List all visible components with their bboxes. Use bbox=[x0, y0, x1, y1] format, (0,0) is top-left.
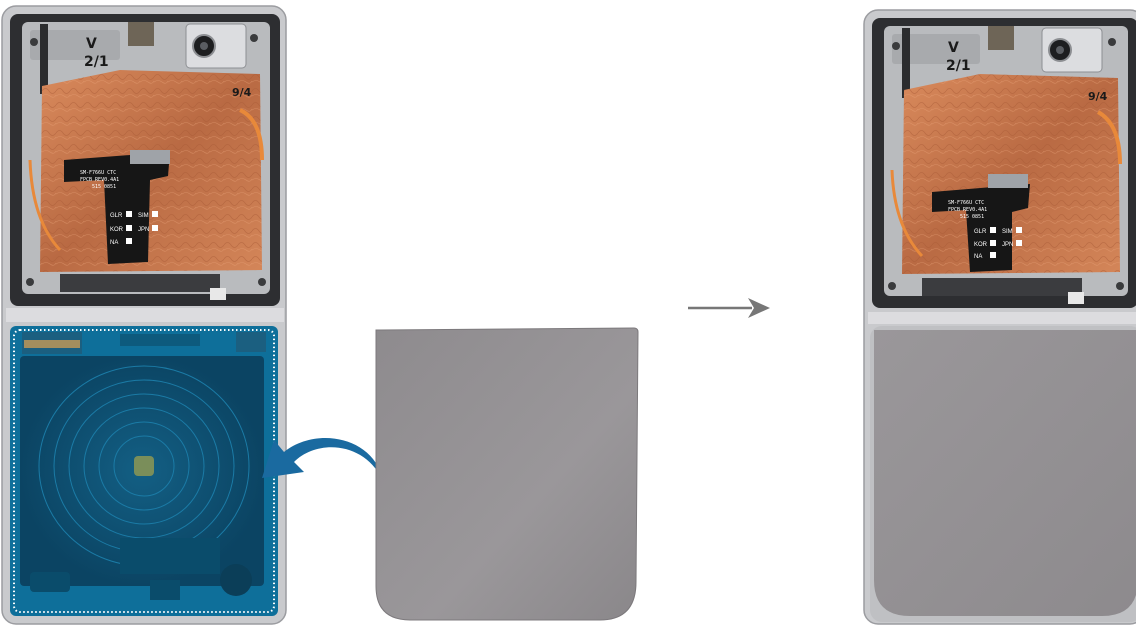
checkbox-jpn bbox=[152, 225, 158, 231]
checkbox-label-sim: SIM bbox=[1002, 229, 1013, 235]
checkbox-glr bbox=[126, 211, 132, 217]
cover-panel bbox=[370, 324, 642, 624]
curved-arrow-icon bbox=[258, 432, 388, 502]
flex-label-3: 515 0851 bbox=[92, 184, 116, 190]
flex-label-2: FPCB REV0.4A1 bbox=[80, 177, 119, 183]
flex-label-1: SM-F766U CTC bbox=[80, 170, 116, 176]
checkbox-glr bbox=[990, 227, 996, 233]
checkbox-kor bbox=[126, 225, 132, 231]
handwriting-mark-2: 2/1 bbox=[946, 58, 971, 74]
handwriting-mark-1: V bbox=[948, 40, 959, 56]
right-phone-assembly: V 2/1 9/4 SM-F766U CTC FPCB REV0.4A1 515… bbox=[862, 0, 1136, 628]
right-arrow-icon bbox=[686, 296, 772, 320]
handwriting-mark-3: 9/4 bbox=[1088, 90, 1108, 103]
handwriting-mark-3: 9/4 bbox=[232, 86, 252, 99]
checkbox-label-jpn: JPN bbox=[138, 227, 149, 233]
left-phone-assembly: V 2/1 9/4 SM-F766U CTC FPCB REV0.4A1 515… bbox=[0, 0, 290, 628]
flex-label-2: FPCB REV0.4A1 bbox=[948, 207, 987, 213]
handwriting-mark-2: 2/1 bbox=[84, 54, 109, 70]
flex-label-3: 515 0851 bbox=[960, 214, 984, 220]
checkbox-na bbox=[126, 238, 132, 244]
flex-label-1: SM-F766U CTC bbox=[948, 200, 984, 206]
left-upper-markings: V 2/1 9/4 SM-F766U CTC FPCB REV0.4A1 515… bbox=[0, 0, 290, 310]
checkbox-na bbox=[990, 252, 996, 258]
checkbox-label-glr: GLR bbox=[974, 229, 987, 235]
checkbox-label-sim: SIM bbox=[138, 213, 149, 219]
checkbox-label-na: NA bbox=[974, 254, 982, 260]
checkbox-label-kor: KOR bbox=[110, 227, 124, 233]
checkbox-label-glr: GLR bbox=[110, 213, 123, 219]
checkbox-jpn bbox=[1016, 240, 1022, 246]
checkbox-label-kor: KOR bbox=[974, 242, 988, 248]
checkbox-sim bbox=[152, 211, 158, 217]
cover-panel-shape bbox=[370, 324, 642, 624]
checkbox-label-na: NA bbox=[110, 240, 118, 246]
checkbox-sim bbox=[1016, 227, 1022, 233]
checkbox-kor bbox=[990, 240, 996, 246]
handwriting-mark-1: V bbox=[86, 36, 97, 52]
checkbox-label-jpn: JPN bbox=[1002, 242, 1013, 248]
right-upper-markings: V 2/1 9/4 SM-F766U CTC FPCB REV0.4A1 515… bbox=[862, 0, 1136, 310]
